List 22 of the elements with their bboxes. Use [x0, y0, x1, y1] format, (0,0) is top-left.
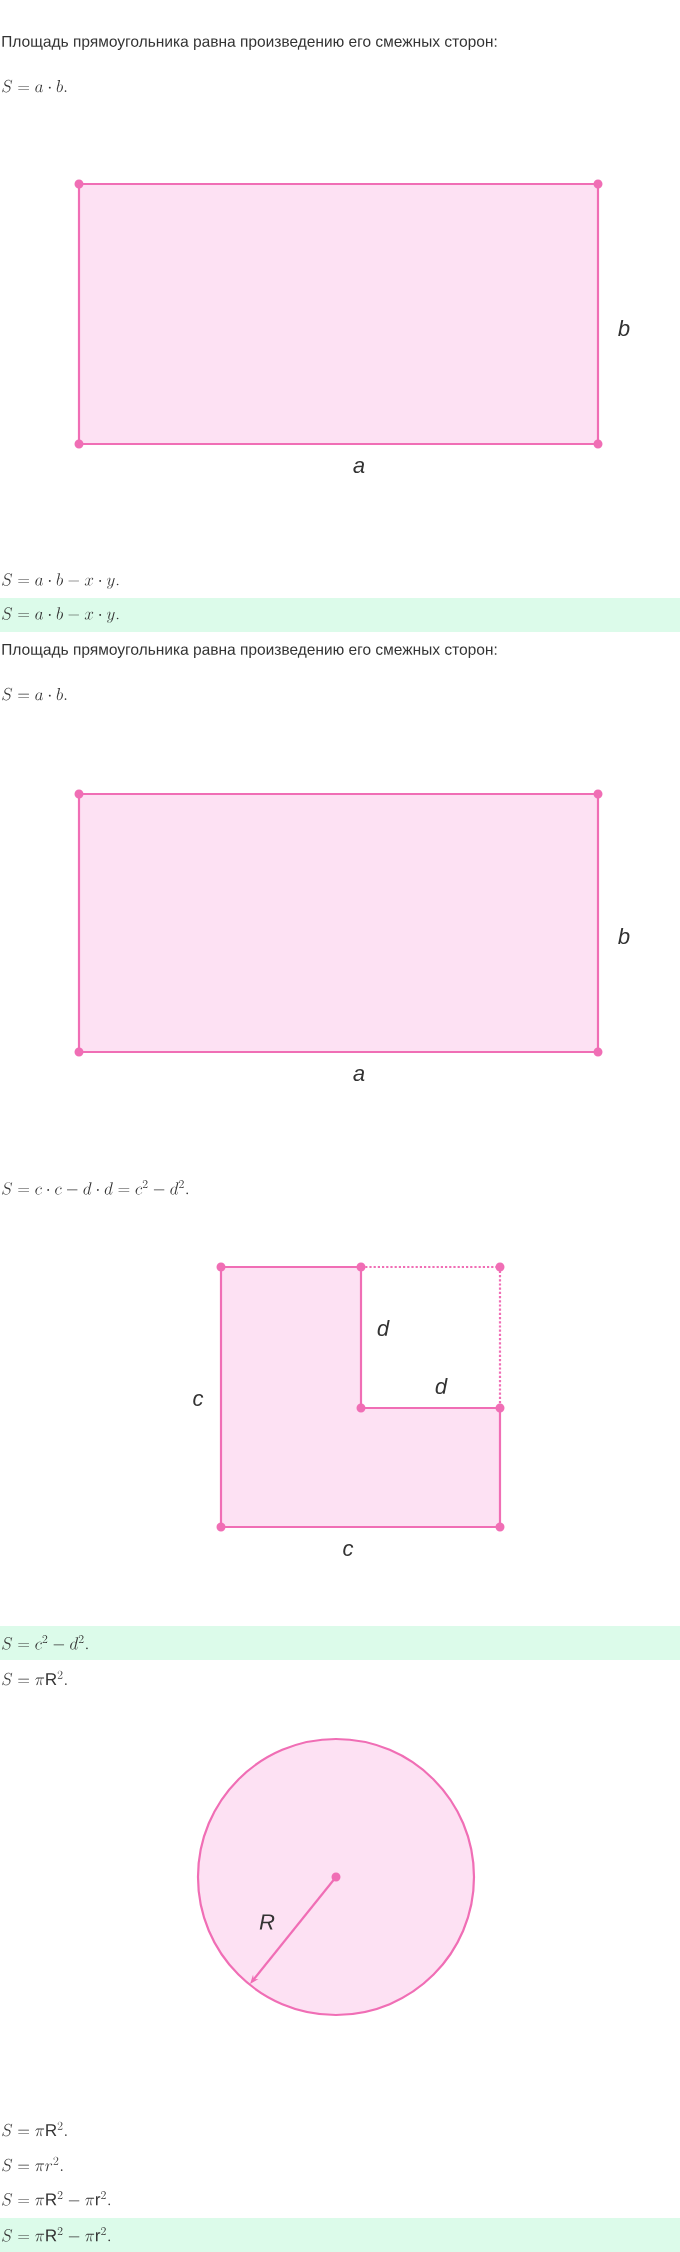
side-label: d: [435, 1377, 448, 1395]
formula: $S = c^{2} - d^{2}.$: [2, 1635, 88, 1650]
statement-text: Площадь прямоугольника равна произведению его смежных сторон:: [2, 36, 497, 50]
formula: $S = a \cdot b - x \cdot y.$: [2, 573, 119, 589]
formula: $S = c \cdot c - d \cdot d = c^{2} - d^{2}.$: [2, 1180, 189, 1195]
side-label: c: [193, 1394, 204, 1407]
side-label: b: [618, 319, 630, 337]
formula: $S = \pi \mathrm{R}^{2}.$: [2, 2121, 67, 2137]
formula: $S = a \cdot b.$: [2, 79, 67, 93]
formula: $S = \pi \mathrm{R}^{2} - \pi \mathrm{r}^{2}.$: [2, 2227, 111, 2242]
formula: $S = a \cdot b - x \cdot y.$: [2, 607, 119, 623]
formula: $S = a \cdot b.$: [2, 687, 67, 701]
side-label: a: [353, 1069, 365, 1082]
side-label: R: [259, 1914, 275, 1930]
side-label: c: [343, 1544, 354, 1557]
statement-text: Площадь прямоугольника равна произведению его смежных сторон:: [2, 644, 497, 658]
formula: $S = \pi r^{2}.$: [2, 2156, 63, 2172]
formula: $S = \pi \mathrm{R}^{2} - \pi \mathrm{r}^{2}.$: [2, 2191, 111, 2206]
formula: $S = \pi \mathrm{R}^{2}.$: [2, 1670, 67, 1686]
side-label: a: [353, 461, 365, 474]
side-label: d: [377, 1319, 390, 1337]
side-label: b: [618, 927, 630, 945]
